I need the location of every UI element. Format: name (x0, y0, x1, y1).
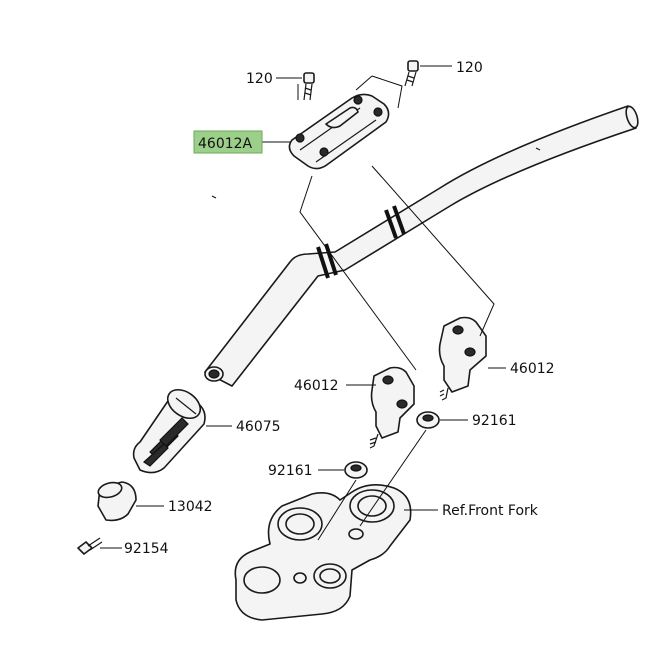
label-screw: 92154 (124, 541, 169, 557)
bolt-right (404, 60, 419, 87)
holder-left (369, 366, 415, 449)
upper-clamp (288, 93, 390, 170)
label-bolt-left: 120 (246, 71, 273, 87)
knurl-rings-right (384, 205, 406, 239)
label-holder-right: 46012 (510, 361, 555, 377)
label-bolt-right: 120 (456, 60, 483, 76)
label-washer-right: 92161 (472, 413, 517, 429)
washer-left (344, 461, 368, 479)
grip (132, 388, 206, 474)
label-grip: 46075 (236, 419, 281, 435)
label-holder-left: 46012 (294, 378, 339, 394)
label-clamp: 46012A (198, 136, 253, 152)
screw (77, 537, 103, 555)
label-ref-fork: Ref.Front Fork (442, 503, 539, 519)
holder-right (438, 316, 487, 401)
triple-clamp (234, 484, 412, 621)
washer-right (416, 411, 440, 429)
bolt-left (303, 72, 315, 101)
label-weight: 13042 (168, 499, 213, 515)
handlebar (204, 105, 639, 387)
label-washer-left: 92161 (268, 463, 313, 479)
label-clamp-highlight: 46012A (193, 130, 263, 154)
bar-end-weight (97, 481, 137, 522)
leader-lines (100, 65, 506, 549)
